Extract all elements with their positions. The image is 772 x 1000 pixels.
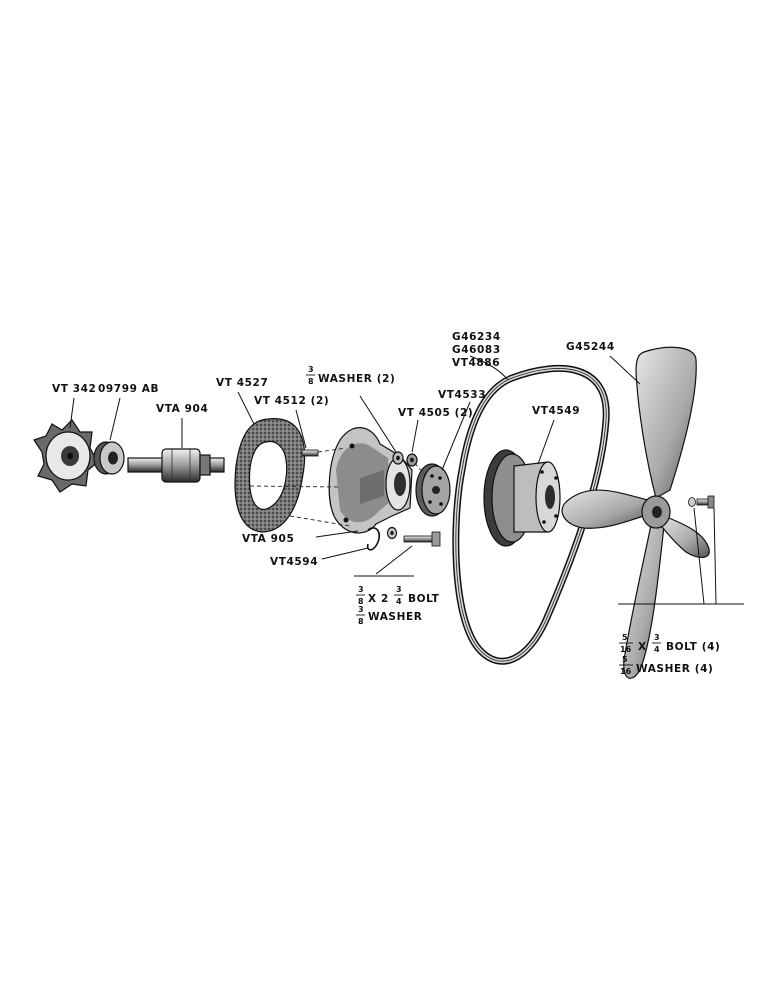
label-vt4505: VT 4505 (2) — [398, 407, 473, 419]
label-g45244: G45244 — [566, 341, 615, 353]
seal-part — [93, 441, 125, 475]
label-vta905: VTA 905 — [242, 533, 294, 545]
fan-part — [561, 346, 710, 679]
shaft-bearing-part — [127, 448, 225, 483]
label-washer38-text: WASHER (2) — [318, 373, 395, 385]
label-bolt1-x: X 2 — [368, 593, 389, 605]
washer-part — [386, 451, 418, 540]
label-vt4886: VT4886 — [452, 357, 500, 369]
flange-part — [415, 463, 451, 517]
label-washer38-den: 8 — [308, 377, 314, 386]
pump-housing-part — [328, 427, 413, 534]
label-washer2-text: WASHER (4) — [636, 663, 713, 675]
stud-part — [301, 449, 319, 457]
leader-lines — [69, 355, 744, 605]
part-labels: VT 342 09799 AB VTA 904 VT 4527 VT 4512 … — [52, 331, 720, 676]
label-bolt2-num2: 3 — [654, 633, 660, 642]
label-bolt2-text: BOLT (4) — [666, 641, 720, 653]
label-washer1-den: 8 — [358, 617, 364, 626]
alignment-lines — [249, 447, 427, 527]
label-washer1-num: 3 — [358, 605, 364, 614]
label-vta904: VTA 904 — [156, 403, 208, 415]
bolt-part — [403, 531, 441, 547]
label-vt4594: VT4594 — [270, 556, 318, 568]
label-09799ab: 09799 AB — [98, 383, 159, 395]
label-washer38-num: 3 — [308, 365, 314, 374]
impeller-part — [33, 419, 99, 493]
fan-bolt-part — [688, 495, 715, 509]
label-washer2-num: 5 — [622, 655, 628, 664]
label-bolt1-text: BOLT — [408, 593, 440, 605]
label-vt342: VT 342 — [52, 383, 96, 395]
label-bolt2-den2: 4 — [654, 645, 660, 654]
label-g46083: G46083 — [452, 344, 501, 356]
label-bolt1-num2: 3 — [396, 585, 402, 594]
label-bolt2-den: 16 — [620, 645, 632, 654]
pulley-part — [483, 449, 561, 547]
label-bolt1-num: 3 — [358, 585, 364, 594]
label-bolt1-den2: 4 — [396, 597, 402, 606]
label-vt4549: VT4549 — [532, 405, 580, 417]
label-bolt2-x: X — [638, 641, 647, 653]
label-bolt2-num: 5 — [622, 633, 628, 642]
label-vt4512: VT 4512 (2) — [254, 395, 329, 407]
fan-belt-part — [452, 365, 610, 665]
label-washer1-text: WASHER — [368, 611, 422, 623]
label-vt4527: VT 4527 — [216, 377, 268, 389]
label-g46234: G46234 — [452, 331, 501, 343]
gasket-part — [234, 418, 306, 533]
label-washer2-den: 16 — [620, 667, 632, 676]
label-vt4533: VT4533 — [438, 389, 486, 401]
label-bolt1-den: 8 — [358, 597, 364, 606]
clip-part — [366, 527, 381, 551]
